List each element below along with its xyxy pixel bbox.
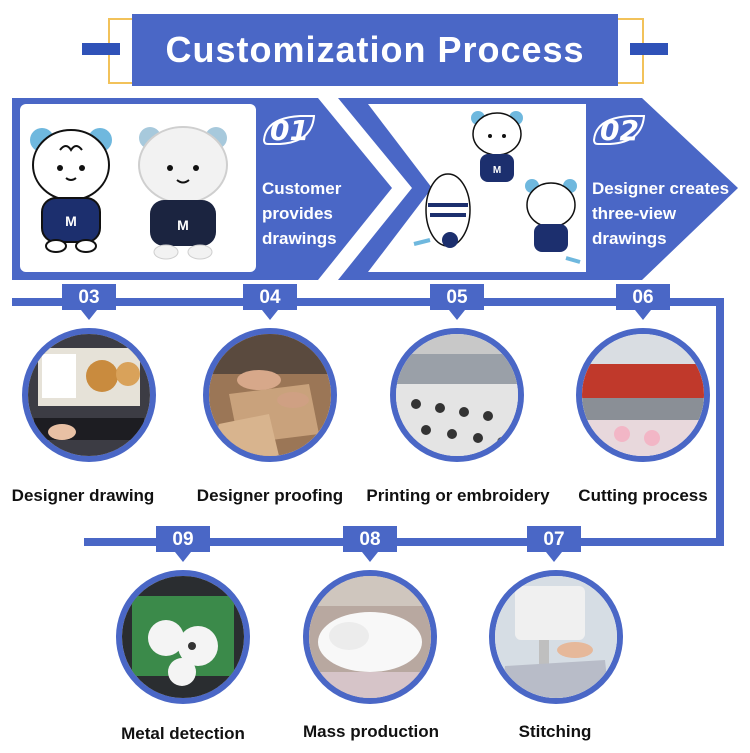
svg-text:M: M	[493, 165, 501, 176]
tab-03	[62, 284, 116, 320]
tab-05	[430, 284, 484, 320]
step-02-label: Designer creates three-view drawings	[592, 179, 730, 248]
three-view-side-icon	[413, 173, 471, 248]
caption-metal-detection: Metal detection	[121, 724, 245, 743]
svg-text:M: M	[177, 217, 189, 233]
caption-designer-proofing: Designer proofing	[196, 486, 344, 505]
step-02-number: 02	[600, 114, 639, 147]
step-06-number: 06	[632, 287, 654, 308]
step-01-number: 01	[270, 114, 309, 147]
page-title: Customization Process	[165, 29, 585, 70]
plush-sample-icon: M	[138, 126, 228, 260]
step-07-number: 07	[543, 529, 565, 550]
plush-drawing-icon: M	[30, 128, 112, 253]
stitching-photo	[489, 570, 623, 704]
step-03-number: 03	[78, 287, 100, 308]
three-view-back-icon	[525, 179, 581, 264]
step-02-badge	[592, 115, 646, 145]
tab-04	[243, 284, 297, 320]
tab-07	[527, 526, 581, 562]
step-02-photo-panel	[368, 104, 586, 272]
tab-08	[343, 526, 397, 562]
top-steps-banner: M M M	[12, 98, 738, 280]
three-view-front-icon: M	[471, 111, 523, 182]
metal-detection-photo	[116, 570, 250, 704]
tab-09	[156, 526, 210, 562]
caption-designer-drawing: Designer drawing	[11, 486, 155, 505]
title-banner: Customization Process	[132, 14, 618, 86]
title-bar-right	[630, 43, 668, 55]
tab-06	[616, 284, 670, 320]
caption-cutting-process: Cutting process	[578, 486, 708, 505]
step-05-number: 05	[446, 287, 468, 308]
printing-embroidery-photo	[390, 328, 524, 462]
cutting-process-photo	[576, 328, 710, 462]
designer-drawing-photo	[22, 328, 156, 462]
step-01-label: Customer provides drawings	[262, 179, 342, 248]
svg-text:M: M	[65, 213, 77, 229]
caption-mass-production: Mass production	[302, 722, 439, 741]
mass-production-photo	[303, 570, 437, 704]
designer-proofing-photo	[203, 328, 337, 462]
caption-stitching: Stitching	[518, 722, 592, 741]
title-bar-left	[82, 43, 120, 55]
step-01-badge	[262, 115, 316, 145]
caption-printing-embroidery: Printing or embroidery	[366, 486, 550, 505]
step-09-number: 09	[172, 529, 194, 550]
step-08-number: 08	[359, 529, 381, 550]
step-04-number: 04	[259, 287, 281, 308]
